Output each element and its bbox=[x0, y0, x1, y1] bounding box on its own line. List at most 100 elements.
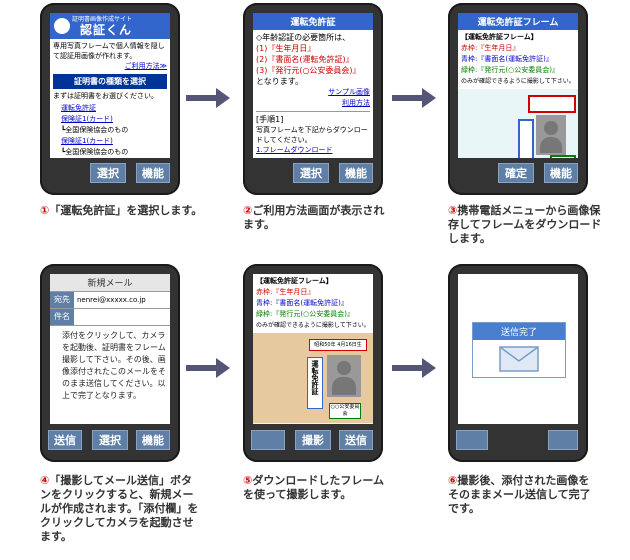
logo-icon bbox=[54, 18, 70, 34]
phone-step3: 運転免許証フレーム 【運転免許証フレーム】 赤枠:『生年月日』 青枠:『書面名(… bbox=[448, 3, 588, 195]
send-softkey[interactable]: 送信 bbox=[48, 430, 82, 450]
caption-step3: ③携帯電話メニューから画像保存してフレームをダウンロードします。 bbox=[448, 204, 608, 246]
red-frame-box bbox=[528, 95, 576, 113]
send-softkey[interactable]: 送信 bbox=[339, 430, 373, 450]
red-frame-line: 赤枠:『生年月日』 bbox=[461, 43, 575, 54]
phone-screen: 運転免許証フレーム 【運転免許証フレーム】 赤枠:『生年月日』 青枠:『書面名(… bbox=[458, 13, 578, 158]
shoot-softkey[interactable]: 撮影 bbox=[295, 430, 331, 450]
green-frame-label: 緑枠: bbox=[256, 310, 273, 318]
select-softkey[interactable]: 選択 bbox=[90, 163, 126, 183]
red-frame-value: 『生年月日』 bbox=[477, 44, 520, 52]
usage-link[interactable]: 利用方法 bbox=[342, 99, 370, 107]
blue-frame-box bbox=[518, 119, 534, 158]
step-number: ⑥ bbox=[448, 474, 458, 487]
confirm-softkey[interactable]: 確定 bbox=[498, 163, 534, 183]
list-item-sub1: ┗全国保険協会のもの bbox=[61, 126, 129, 134]
left-softkey[interactable] bbox=[456, 430, 488, 450]
function-softkey[interactable]: 機能 bbox=[136, 430, 170, 450]
frame-title: 【運転免許証フレーム】 bbox=[461, 33, 538, 41]
caption-text: ご利用方法画面が表示されます。 bbox=[243, 204, 385, 231]
mail-body[interactable]: 添付をクリックして、カメラを起動後、証明書をフレーム撮影して下さい。その後、画像… bbox=[62, 331, 166, 400]
arrow-right-icon bbox=[186, 88, 230, 108]
phone-step1: 証明書画像作成サイト 認証くん 専用写真フレームで個人情報を隠して認証用画像が作… bbox=[40, 3, 180, 195]
green-frame-label: 緑枠: bbox=[461, 66, 478, 74]
function-softkey[interactable]: 機能 bbox=[136, 163, 170, 183]
requirement-1: (1)『生年月日』 bbox=[256, 44, 316, 53]
caption-step4: ④「撮影してメール送信」ボタンをクリックすると、新規メールが作成されます。「添付… bbox=[40, 474, 200, 544]
caption-step2: ②ご利用方法画面が表示されます。 bbox=[243, 204, 393, 232]
lead-text: ◇年齢認証の必要箇所は、 bbox=[256, 33, 351, 42]
list-item-sub2: ┗全国保険協会のもの bbox=[61, 148, 129, 156]
arrow-right-icon bbox=[186, 358, 230, 378]
green-frame-line: 緑枠:『発行元(○公安委員会)』 bbox=[256, 309, 370, 320]
requirement-3: (3)『発行元(○公安委員会)』 bbox=[256, 66, 361, 75]
caption-step1: ①「運転免許証」を選択します。 bbox=[40, 204, 218, 218]
license-photo: 昭和50年 4月16日生 運転免許証 ○○公安委員会 bbox=[253, 333, 373, 423]
red-frame-line: 赤枠:『生年月日』 bbox=[256, 287, 370, 298]
blank-softkey[interactable] bbox=[251, 430, 285, 450]
frame-note: のみが確認できるように撮影して下さい。 bbox=[256, 322, 370, 329]
blue-frame-label: 青枠: bbox=[461, 55, 478, 63]
blue-frame-line: 青枠:『書面名(運転免許証)』 bbox=[256, 298, 370, 309]
phone-step6: 送信完了 bbox=[448, 264, 588, 462]
select-prompt: まずは証明書をお選びください。 bbox=[53, 92, 158, 100]
caption-text: ダウンロードしたフレームを使って撮影します。 bbox=[243, 474, 384, 501]
phone-screen: 【運転免許証フレーム】 赤枠:『生年月日』 青枠:『書面名(運転免許証)』 緑枠… bbox=[253, 274, 373, 424]
softkey-bar bbox=[448, 430, 588, 452]
arrow-right-icon bbox=[392, 358, 436, 378]
subject-label: 件名 bbox=[50, 309, 74, 325]
requirement-2: (2)『書面名(運転免許証)』 bbox=[256, 55, 354, 64]
screen-title: 新規メール bbox=[50, 274, 170, 292]
select-softkey[interactable]: 選択 bbox=[92, 430, 128, 450]
to-row: 宛先 nenrei@xxxxx.co.jp bbox=[50, 292, 170, 309]
caption-text: 携帯電話メニューから画像保存してフレームをダウンロードします。 bbox=[448, 204, 602, 245]
step-number: ① bbox=[40, 204, 50, 217]
phone-screen: 運転免許証 ◇年齢認証の必要箇所は、 (1)『生年月日』 (2)『書面名(運転免… bbox=[253, 13, 373, 158]
screen-title: 運転免許証フレーム bbox=[458, 13, 578, 30]
usage-link[interactable]: ご利用方法≫ bbox=[124, 62, 167, 70]
send-complete-dialog: 送信完了 bbox=[472, 322, 566, 378]
select-type-bar: 証明書の種類を選択 bbox=[53, 74, 167, 89]
list-item-license[interactable]: 運転免許証 bbox=[61, 104, 96, 112]
step-number: ⑤ bbox=[243, 474, 253, 487]
blue-frame-line: 青枠:『書面名(運転免許証)』 bbox=[461, 54, 575, 65]
logo-banner: 証明書画像作成サイト 認証くん bbox=[50, 13, 170, 39]
step-number: ③ bbox=[448, 204, 458, 217]
subject-field[interactable] bbox=[74, 309, 170, 325]
procedure-title: [手順1] bbox=[256, 115, 284, 124]
frame-title: 【運転免許証フレーム】 bbox=[256, 277, 333, 285]
list-item-insurance2[interactable]: 保険証1(カード) bbox=[61, 137, 113, 145]
screen-title: 運転免許証 bbox=[253, 13, 373, 30]
to-field[interactable]: nenrei@xxxxx.co.jp bbox=[77, 296, 146, 304]
to-label: 宛先 bbox=[50, 292, 74, 308]
step-number: ② bbox=[243, 204, 253, 217]
license-title-box: 運転免許証 bbox=[307, 357, 323, 409]
caption-text: 「運転免許証」を選択します。 bbox=[49, 204, 203, 217]
green-frame-value: 『発行元(○公安委員会)』 bbox=[477, 66, 559, 74]
select-softkey[interactable]: 選択 bbox=[293, 163, 329, 183]
frame-download-link[interactable]: 1.フレームダウンロード bbox=[256, 146, 333, 154]
person-silhouette-icon bbox=[327, 355, 361, 397]
person-silhouette-icon bbox=[536, 115, 566, 155]
function-softkey[interactable]: 機能 bbox=[544, 163, 578, 183]
phone-step4: 新規メール 宛先 nenrei@xxxxx.co.jp 件名 添付をクリックして… bbox=[40, 264, 180, 462]
blue-frame-value: 『書面名(運転免許証)』 bbox=[477, 55, 553, 63]
phone-screen: 新規メール 宛先 nenrei@xxxxx.co.jp 件名 添付をクリックして… bbox=[50, 274, 170, 424]
list-item-insurance1[interactable]: 保険証1(カード) bbox=[61, 115, 113, 123]
tail-text: となります。 bbox=[256, 77, 303, 86]
issuer-box: ○○公安委員会 bbox=[329, 403, 361, 419]
blue-frame-label: 青枠: bbox=[256, 299, 273, 307]
procedure-text: 写真フレームを下記からダウンロードしてください。 bbox=[256, 126, 368, 144]
red-frame-value: 『生年月日』 bbox=[272, 288, 315, 296]
softkey-bar: 選択 機能 bbox=[40, 163, 180, 185]
sample-image-link[interactable]: サンプル画像 bbox=[328, 88, 370, 96]
frame-note: のみが確認できるように撮影して下さい。 bbox=[461, 78, 575, 85]
right-softkey[interactable] bbox=[548, 430, 578, 450]
intro-text: 専用写真フレームで個人情報を隠して認証用画像が作れます。 bbox=[53, 42, 165, 60]
phone-step5: 【運転免許証フレーム】 赤枠:『生年月日』 青枠:『書面名(運転免許証)』 緑枠… bbox=[243, 264, 383, 462]
subject-row: 件名 bbox=[50, 309, 170, 326]
function-softkey[interactable]: 機能 bbox=[339, 163, 373, 183]
green-frame-line: 緑枠:『発行元(○公安委員会)』 bbox=[461, 65, 575, 76]
green-frame-value: 『発行元(○公安委員会)』 bbox=[272, 310, 354, 318]
green-frame-box bbox=[550, 155, 576, 158]
